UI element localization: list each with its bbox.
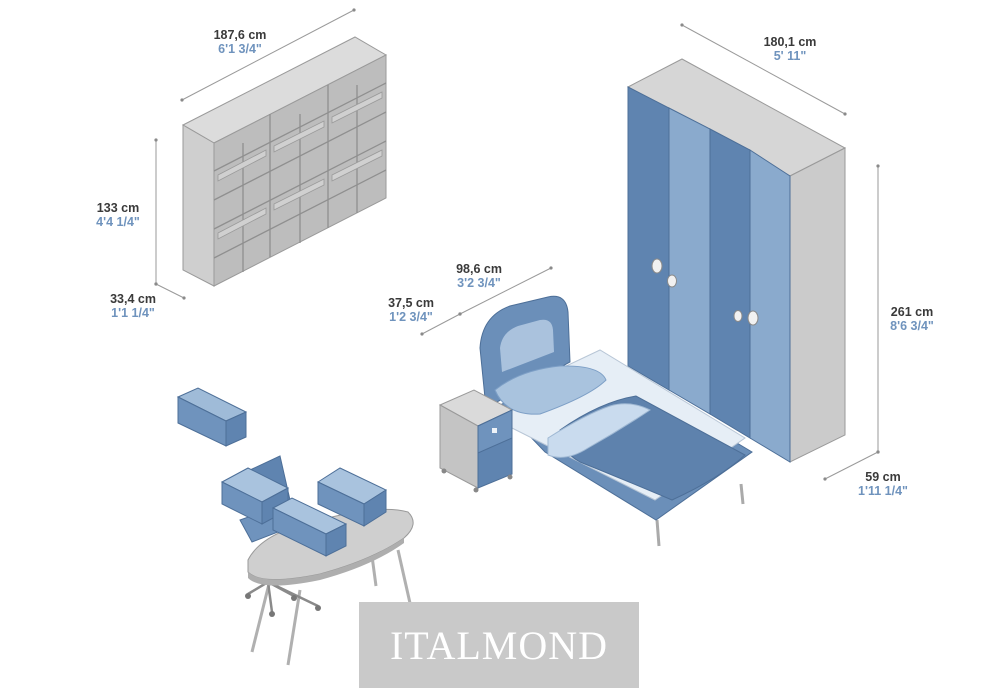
bed bbox=[479, 295, 753, 547]
dimension-cm: 261 cm bbox=[890, 305, 934, 319]
wardrobe-knob bbox=[733, 310, 743, 322]
dimension-in: 1'11 1/4" bbox=[858, 484, 908, 498]
bookcase-side bbox=[182, 124, 215, 287]
dimension-in: 4'4 1/4" bbox=[96, 215, 140, 229]
bookcase-depth-line bbox=[154, 282, 186, 300]
dimension-lines bbox=[154, 8, 880, 481]
wardrobe-knob bbox=[747, 310, 759, 326]
wardrobe-door-1 bbox=[627, 86, 670, 391]
dimension-cm: 187,6 cm bbox=[213, 28, 267, 42]
dimension-in: 3'2 3/4" bbox=[457, 276, 501, 290]
nightstand-handle bbox=[492, 428, 497, 433]
dimension-cm: 98,6 cm bbox=[456, 262, 502, 276]
desk-partitions bbox=[220, 467, 388, 557]
watermark-text: ITALMOND bbox=[389, 622, 609, 668]
wardrobe bbox=[626, 58, 847, 463]
dimension-in: 1'2 3/4" bbox=[389, 310, 433, 324]
bed-sheet bbox=[547, 403, 651, 458]
bed-width-label: 98,6 cm 3'2 3/4" bbox=[442, 262, 516, 290]
dimension-in: 5' 11" bbox=[773, 49, 807, 63]
dimension-cm: 59 cm bbox=[865, 470, 901, 484]
wardrobe-knob bbox=[651, 258, 663, 274]
bed-headboard-panel bbox=[500, 319, 554, 372]
wardrobe-width-label: 180,1 cm 5' 11" bbox=[750, 35, 830, 63]
nightstand-width-line bbox=[420, 312, 462, 336]
bookcase-height-label: 133 cm 4'4 1/4" bbox=[86, 201, 150, 229]
bookcase-width-label: 187,6 cm 6'1 3/4" bbox=[200, 28, 280, 56]
wardrobe-depth-label: 59 cm 1'11 1/4" bbox=[844, 470, 922, 498]
nightstand bbox=[438, 389, 514, 493]
wardrobe-width-line bbox=[680, 23, 847, 116]
nightstand-width-label: 37,5 cm 1'2 3/4" bbox=[376, 296, 446, 324]
dimension-in: 1'1 1/4" bbox=[111, 306, 155, 320]
wardrobe-knob bbox=[667, 274, 677, 288]
wardrobe-door-3 bbox=[709, 128, 751, 439]
wardrobe-depth-line bbox=[823, 450, 880, 481]
dimension-in: 6'1 3/4" bbox=[218, 42, 262, 56]
dimension-cm: 133 cm bbox=[96, 201, 140, 215]
bookcase-width-line bbox=[180, 8, 356, 102]
wardrobe-door-2 bbox=[668, 107, 711, 415]
wall-shelf bbox=[176, 387, 248, 447]
wardrobe-height-label: 261 cm 8'6 3/4" bbox=[880, 305, 944, 333]
dimension-cm: 33,4 cm bbox=[110, 292, 156, 306]
wardrobe-side bbox=[789, 147, 846, 463]
watermark: ITALMOND bbox=[359, 602, 639, 688]
dimension-in: 8'6 3/4" bbox=[890, 319, 934, 333]
bed-width-line bbox=[458, 266, 553, 316]
bookcase-depth-label: 33,4 cm 1'1 1/4" bbox=[98, 292, 168, 320]
wardrobe-door-4 bbox=[749, 149, 791, 463]
bookcase bbox=[181, 36, 388, 287]
dimension-cm: 180,1 cm bbox=[763, 35, 817, 49]
dimension-cm: 37,5 cm bbox=[388, 296, 434, 310]
bed-pillow bbox=[494, 365, 607, 415]
